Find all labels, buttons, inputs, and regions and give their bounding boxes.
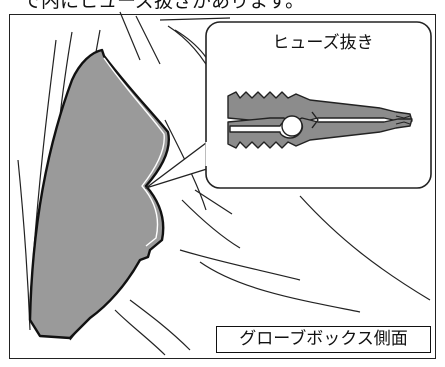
top-text-strip: で内にヒューズ抜きがあります。 <box>0 0 445 14</box>
callout-title: ヒューズ抜き <box>272 33 374 53</box>
glove-box-side-panel <box>28 48 170 340</box>
caption-box: グローブボックス側面 <box>216 326 431 353</box>
top-instruction-text: で内にヒューズ抜きがあります。 <box>22 0 305 12</box>
glove-box-rim <box>103 57 165 247</box>
fuse-puller-icon <box>227 91 413 149</box>
